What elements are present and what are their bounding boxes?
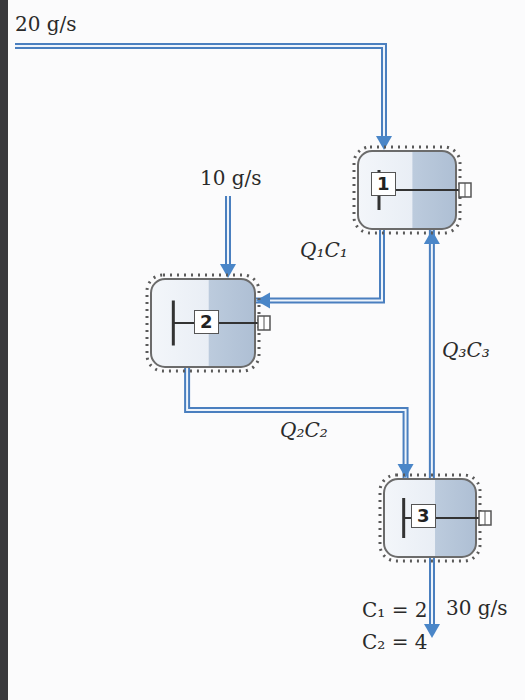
motor-line [485,511,486,525]
stirrer-blade [172,301,175,346]
pipe-bore [256,230,382,301]
pipe-wall [256,230,382,301]
stirrer-motor [258,316,270,330]
pipe-bore [431,558,433,624]
flow-pipe [424,230,440,478]
pipe-wall [187,368,405,478]
photo-edge [0,0,8,700]
flow-pipe [256,230,382,309]
feed-pipe [15,46,392,150]
pipe-wall [429,558,435,624]
pipe-wall [429,230,435,478]
stirrer-motor [479,511,491,525]
pipe-bore [187,368,405,478]
flow-label: Q₁C₁ [300,238,348,262]
flow-label: 20 g/s [15,12,77,36]
stirrer-blade [402,498,405,538]
flow-label: C₂ = 4 [362,630,428,654]
flow-label: Q₃C₃ [442,338,490,362]
tank-number: 1 [371,172,396,196]
pipe-wall [15,46,384,136]
pipe-bore [431,230,433,478]
flow-pipe [187,368,413,478]
tank-jacket [354,147,460,233]
reactor-tank: 2 [150,278,256,368]
motor-line [465,183,466,197]
flow-label: C₁ = 2 [362,598,428,622]
flow-label: 10 g/s [200,166,262,190]
reactor-tank: 3 [383,478,477,558]
flow-label: Q₂C₂ [280,418,328,442]
tank-jacket [380,475,480,561]
pipe-bore [15,46,384,136]
pipe-wall [225,196,231,264]
feed-pipe [220,196,236,278]
stirrer-motor [459,183,471,197]
motor-line [264,316,265,330]
tank-number: 3 [411,504,436,528]
tank-jacket [147,275,259,371]
pipe-bore [227,196,229,264]
tank-number: 2 [194,310,219,334]
flow-label: 30 g/s [446,596,508,620]
reactor-tank: 1 [357,150,457,230]
